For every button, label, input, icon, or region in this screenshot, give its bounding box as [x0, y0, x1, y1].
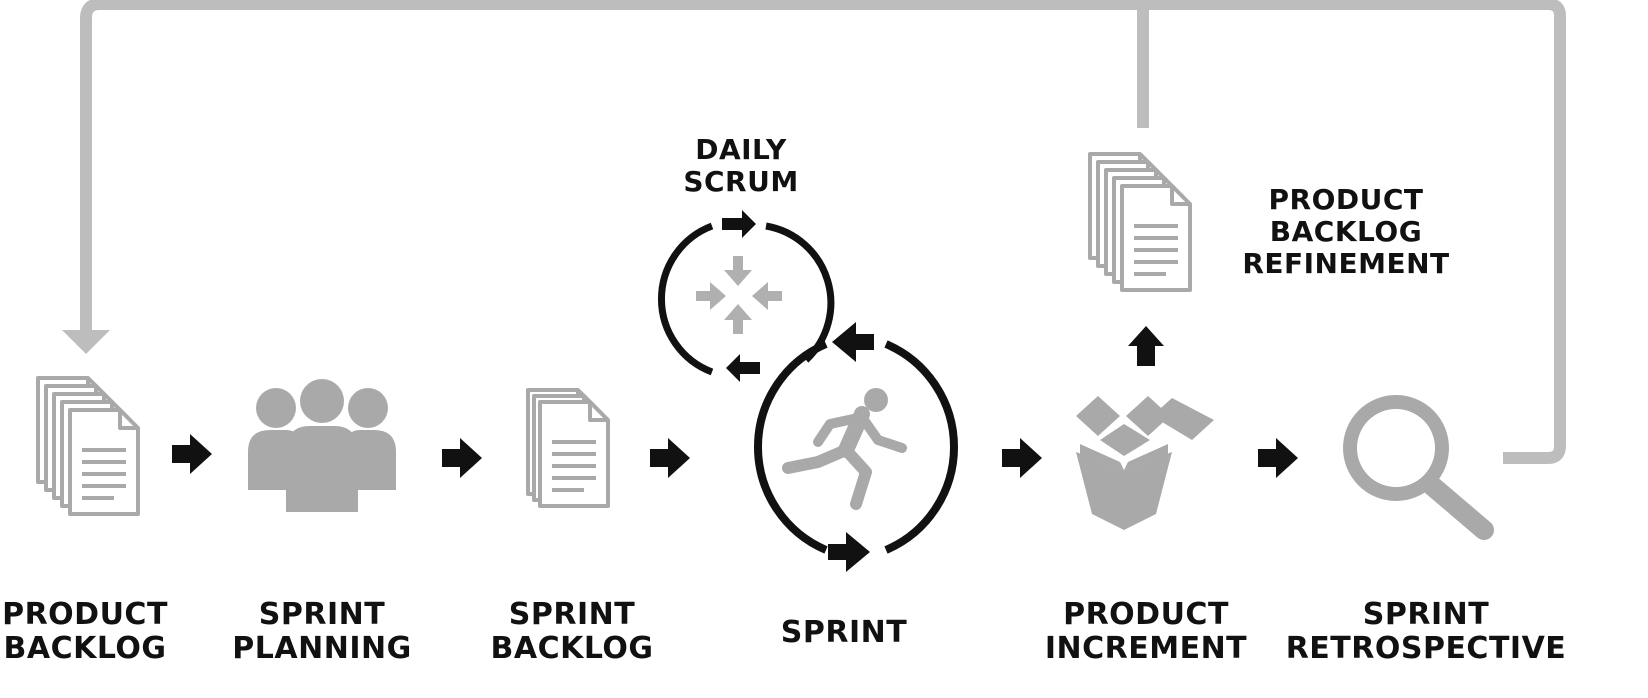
document-icon: [526, 388, 610, 508]
label-sprint: SPRINT: [780, 615, 908, 650]
flow-arrow: [442, 438, 482, 478]
open-box-icon: [1076, 396, 1214, 530]
flow-arrow: [1002, 438, 1042, 478]
feedback-loop-line: [62, 0, 1566, 464]
magnifier-icon: [1343, 395, 1494, 540]
running-person-icon: [782, 388, 907, 510]
flow-arrow: [650, 438, 690, 478]
up-arrow: [1128, 326, 1164, 366]
daily-scrum-loop: [657, 210, 835, 382]
sprint-loop: [753, 322, 959, 572]
converging-arrows-icon: [696, 256, 782, 334]
flow-arrow: [1258, 438, 1298, 478]
team-icon: [248, 379, 396, 512]
flow-arrow: [172, 434, 212, 474]
document-stack-icon: [1088, 152, 1192, 292]
document-stack-icon: [36, 376, 140, 516]
